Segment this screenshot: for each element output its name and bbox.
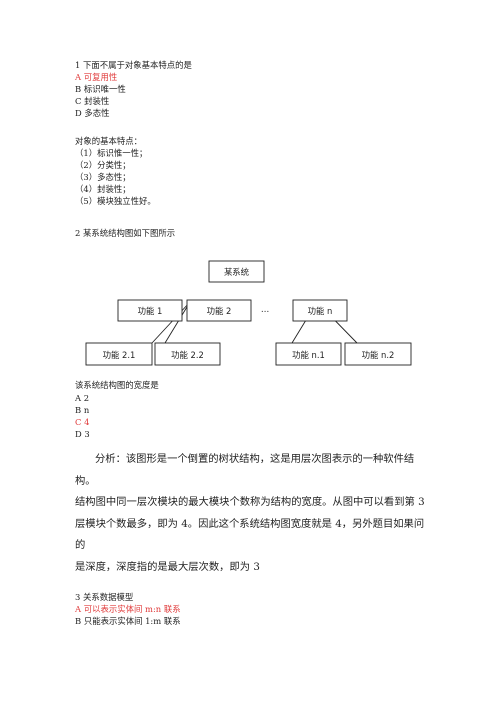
feature-item: （5）模块独立性好。 [75,196,156,206]
q1-option-c: C 封装性 [75,96,110,106]
analysis-paragraph: 分析：该图形是一个倒置的树状结构，这是用层次图表示的一种软件结构。 结构图中同一… [75,449,431,578]
level1-box [292,299,348,322]
level1-label: 功能 n [308,306,333,316]
analysis-line: 结构图中同一层次模块的最大模块个数称为结构的宽度。从图中可以看到第 3 [75,496,425,508]
analysis-line: 层模块个数最多，即为 4。因此这个系统结构图宽度就是 4，另外题目如果问的 [75,517,425,552]
connector-line [151,301,191,344]
q1-question: 1 下面不属于对象基本特点的是 [75,60,192,70]
feature-item: （4）封装性； [75,184,131,194]
level2-label: 功能 n.1 [292,350,325,360]
level1-box [117,299,183,322]
q1-option-d: D 多态性 [75,108,110,118]
q1-option-a: A 可复用性 [75,72,118,82]
level2-label: 功能 n.2 [362,350,395,360]
q1-option-b: B 标识唯一性 [75,84,126,94]
root-box [208,260,265,283]
q3-option-b: B 只能表示实体间 1:m 联系 [75,616,181,626]
q2-option-b: B n [75,405,90,415]
level1-box [186,299,252,322]
q3-option-a: A 可以表示实体间 m:n 联系 [75,604,181,614]
level2-box [344,342,412,366]
level2-box [85,342,153,366]
analysis-line: 是深度，深度指的是最大层次数，即为 3 [75,560,260,573]
feature-item: （1）标识惟一性； [75,148,148,158]
ellipsis-label: … [261,304,269,314]
features-title: 对象的基本特点： [75,136,142,146]
feature-item: （3）多态性； [75,172,131,182]
q2-option-c: C 4 [75,417,90,427]
q2-option-a: A 2 [75,393,90,403]
connector-line [164,301,191,344]
level2-label: 功能 2.1 [103,350,136,360]
q2-question: 2 某系统结构图如下图所示 [75,228,176,238]
level2-box [275,342,342,366]
level2-label: 功能 2.2 [171,350,204,360]
level1-label: 功能 1 [138,306,163,316]
q3-question: 3 关系数据模型 [75,592,134,602]
feature-item: （2）分类性； [75,160,131,170]
root-label: 某系统 [224,267,250,277]
q2-prompt: 该系统结构图的宽度是 [75,380,159,390]
q2-option-d: D 3 [75,429,90,439]
level1-label: 功能 2 [207,306,232,316]
level2-box [154,342,221,366]
analysis-line: 分析：该图形是一个倒置的树状结构，这是用层次图表示的一种软件结构。 [75,453,415,487]
